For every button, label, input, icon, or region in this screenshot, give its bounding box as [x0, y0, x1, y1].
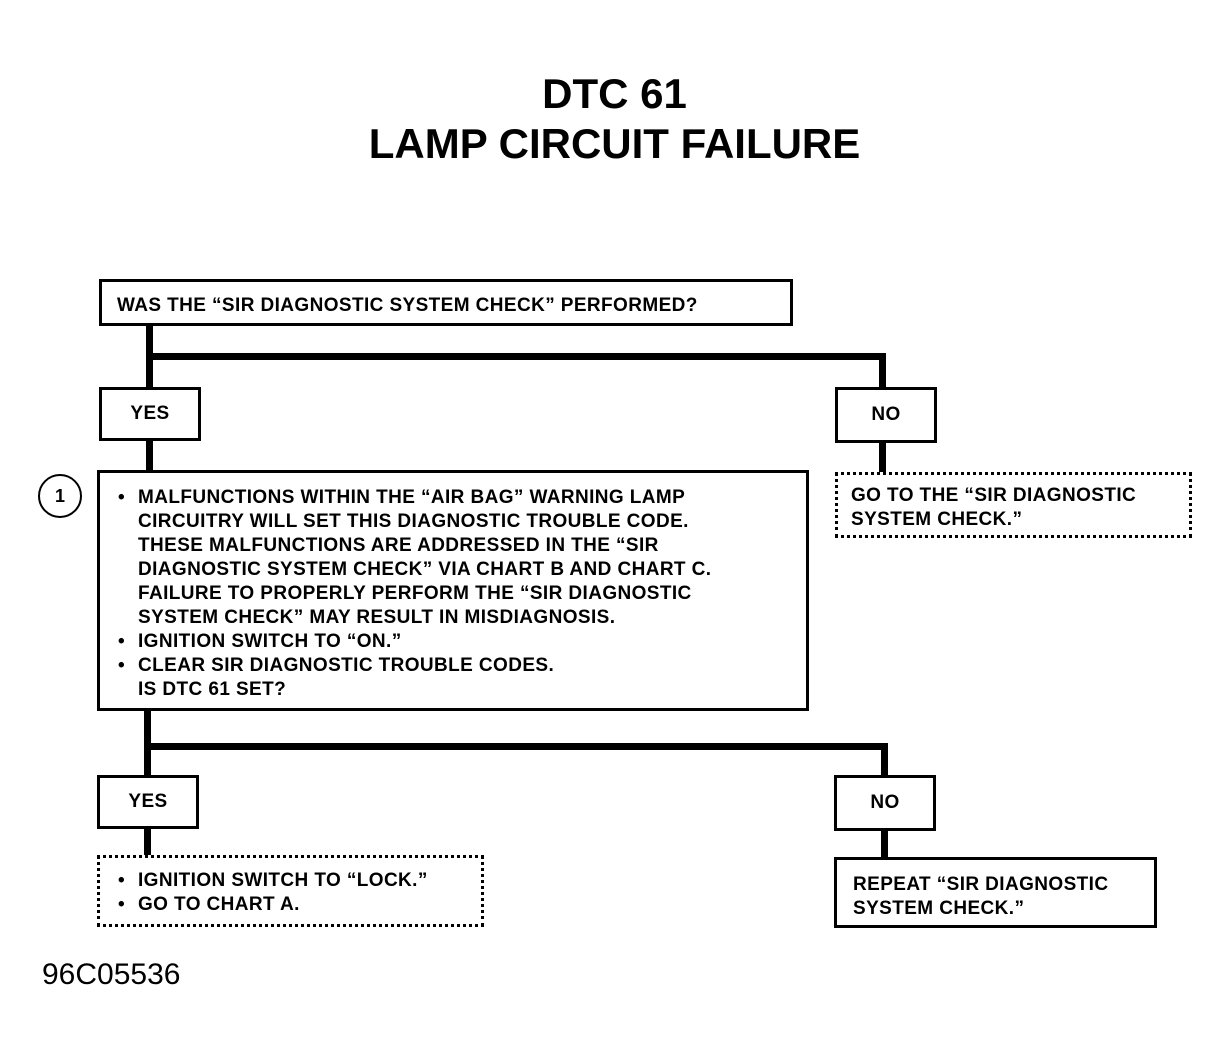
bullet-goto-chart-a: GO TO CHART A. [118, 893, 481, 917]
action-goto-sir-check: GO TO THE “SIR DIAGNOSTIC SYSTEM CHECK.” [835, 472, 1192, 538]
connector-no2-drop [881, 743, 888, 775]
no-label: NO [871, 404, 901, 425]
bullet-line: IGNITION SWITCH TO “ON.” [138, 631, 402, 652]
bullet-line: DIAGNOSTIC SYSTEM CHECK” VIA CHART B AND… [138, 559, 712, 580]
bullet-line: MALFUNCTIONS WITHIN THE “AIR BAG” WARNIN… [138, 487, 686, 508]
question-2-text: IS DTC 61 SET? [138, 679, 287, 700]
question-sir-check-performed: WAS THE “SIR DIAGNOSTIC SYSTEM CHECK” PE… [99, 279, 793, 326]
yes-label: YES [128, 791, 168, 812]
no-label: NO [870, 792, 900, 813]
yes-branch-1: YES [99, 387, 201, 441]
action-line: GO TO THE “SIR DIAGNOSTIC [851, 485, 1137, 506]
question-dtc-61-set: MALFUNCTIONS WITHIN THE “AIR BAG” WARNIN… [97, 470, 809, 711]
action-repeat-sir-check: REPEAT “SIR DIAGNOSTIC SYSTEM CHECK.” [834, 857, 1157, 928]
no-branch-2: NO [834, 775, 936, 831]
bullet-malfunctions: MALFUNCTIONS WITHIN THE “AIR BAG” WARNIN… [118, 486, 806, 630]
connector-yes2-to-action [144, 829, 151, 855]
step-number-marker: 1 [38, 474, 82, 518]
connector-q1-branch [146, 353, 886, 360]
action-line: REPEAT “SIR DIAGNOSTIC [853, 874, 1109, 895]
connector-no1-drop [879, 353, 886, 387]
step-1-bullet-list: MALFUNCTIONS WITHIN THE “AIR BAG” WARNIN… [118, 486, 806, 678]
connector-no2-to-action [881, 831, 888, 857]
bullet-line: CLEAR SIR DIAGNOSTIC TROUBLE CODES. [138, 655, 555, 676]
step-number: 1 [54, 485, 65, 506]
yes-branch-2: YES [97, 775, 199, 829]
figure-id: 96C05536 [42, 958, 181, 991]
question-1-text: WAS THE “SIR DIAGNOSTIC SYSTEM CHECK” PE… [117, 295, 698, 316]
bullet-line: CIRCUITRY WILL SET THIS DIAGNOSTIC TROUB… [138, 511, 689, 532]
connector-q2-branch [144, 743, 888, 750]
bullet-line: THESE MALFUNCTIONS ARE ADDRESSED IN THE … [138, 535, 659, 556]
bullet-clear-codes: CLEAR SIR DIAGNOSTIC TROUBLE CODES. [118, 654, 806, 678]
no-branch-1: NO [835, 387, 937, 443]
connector-no1-to-action [879, 443, 886, 472]
action-line: SYSTEM CHECK.” [851, 509, 1023, 530]
bullet-ignition-lock: IGNITION SWITCH TO “LOCK.” [118, 869, 481, 893]
bullet-line: SYSTEM CHECK” MAY RESULT IN MISDIAGNOSIS… [138, 607, 616, 628]
title-line-1: DTC 61 [542, 70, 687, 117]
action-ignition-lock: IGNITION SWITCH TO “LOCK.” GO TO CHART A… [97, 855, 484, 927]
action-line: SYSTEM CHECK.” [853, 898, 1025, 919]
connector-yes1-to-step [146, 441, 153, 470]
yes-action-bullet-list: IGNITION SWITCH TO “LOCK.” GO TO CHART A… [118, 869, 481, 917]
title-line-2: LAMP CIRCUIT FAILURE [368, 120, 861, 167]
yes-label: YES [130, 403, 170, 424]
bullet-ignition-on: IGNITION SWITCH TO “ON.” [118, 630, 806, 654]
bullet-line: FAILURE TO PROPERLY PERFORM THE “SIR DIA… [138, 583, 692, 604]
